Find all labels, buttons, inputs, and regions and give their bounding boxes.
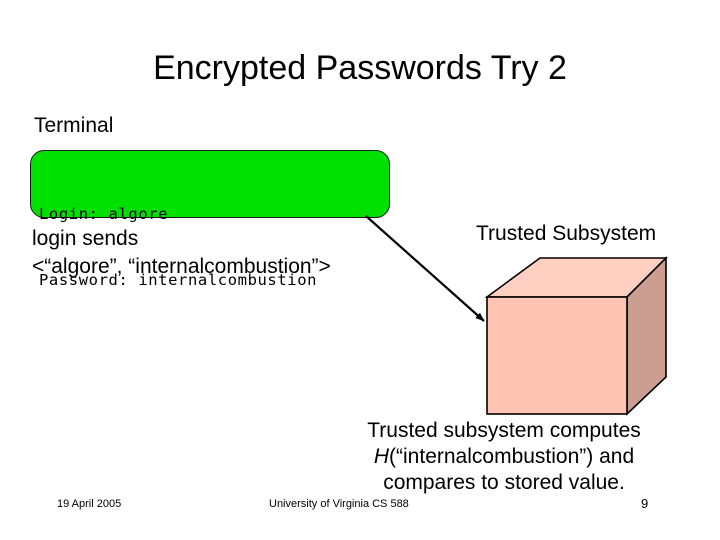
terminal-password-line: Password: internalcombustion — [39, 271, 318, 289]
explanation-line-3: compares to stored value. — [383, 471, 625, 494]
page-title: Encrypted Passwords Try 2 — [153, 49, 567, 87]
login-sends-line-2: <“algore”, “internalcombustion”> — [32, 255, 331, 278]
message-flow-arrow — [365, 215, 485, 322]
explanation-line-2-rest: (“internalcombustion”) and — [389, 445, 635, 468]
terminal-label: Terminal — [34, 114, 114, 137]
footer-date: 19 April 2005 — [57, 498, 122, 510]
terminal-login-line: Login: algore — [39, 205, 169, 223]
explanation-line-2: H(“internalcombustion”) and — [320, 444, 688, 470]
explanation-line-1: Trusted subsystem computes — [367, 419, 641, 442]
hash-function-symbol: H — [373, 445, 390, 468]
explanation-caption: Trusted subsystem computes H(“internalco… — [320, 418, 688, 496]
login-sends-line-1: login sends — [32, 227, 139, 250]
login-sends-caption: login sends <“algore”, “internalcombusti… — [32, 225, 331, 281]
footer-page-number: 9 — [641, 496, 649, 511]
footer-course: University of Virginia CS 588 — [269, 498, 409, 510]
terminal-window: Login: algore Password: internalcombusti… — [30, 150, 390, 289]
terminal-text-block: Login: algore Password: internalcombusti… — [39, 159, 317, 335]
trusted-subsystem-label: Trusted Subsystem — [476, 222, 657, 245]
cube-front-face — [486, 296, 628, 415]
